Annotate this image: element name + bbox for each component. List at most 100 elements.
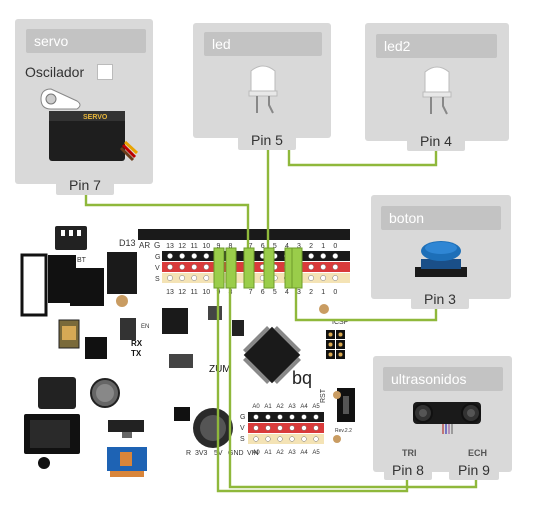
header-pin-hole [179,275,185,281]
pin-number-bottom: 7 [249,289,253,296]
pin-number-top: 4 [285,243,289,250]
analog-pin-hole [313,425,319,431]
servo-chip-label: SERVO [83,114,108,121]
label-bt: BT [77,257,87,264]
icsp-pad [328,352,333,357]
icsp-pad [328,332,333,337]
row-label: S [155,276,160,283]
pin-number-top: 6 [261,243,265,250]
led2-title: led2 [376,34,497,58]
header-pin-hole [332,275,339,281]
analog-pin-hole [277,436,283,442]
led-icon [248,65,278,114]
led2-card[interactable]: led2 [365,23,509,141]
analog-label-bottom: A3 [288,450,296,456]
header-pin-hole [179,253,185,259]
usb-chip [85,337,107,359]
mount-hole [333,435,341,443]
bt-chip [70,268,104,306]
pin-number-top: 10 [202,243,210,250]
button-pin-tab[interactable]: Pin 3 [411,289,469,309]
header-pin-hole [308,264,314,270]
pin-number-top: 3 [297,243,301,250]
label-tx: TX [131,349,142,358]
analog-label-bottom: A5 [312,450,320,456]
analog-pin-hole [301,436,307,442]
label-zum: ZUM [209,364,231,375]
pin-number-top: 5 [273,243,277,250]
gvs-row-labels: GVS [155,254,160,283]
voltage-regulator-big [38,377,76,409]
power-switch-base [110,471,144,477]
ultrasonic-tri-pin-tab[interactable]: Pin 8 [384,460,432,480]
analog-label-top: A1 [264,404,272,410]
led2-icon [422,66,452,115]
analog-label-bottom: A4 [300,450,308,456]
pin-number-bottom: 0 [333,289,337,296]
ultrasonic-card[interactable]: ultrasonidos TRI ECH [373,356,512,472]
analog-pin-hole [301,414,307,420]
pin-number-top: 1 [321,243,325,250]
tri-label: TRI [402,448,417,458]
led-card[interactable]: led [193,23,331,138]
header-pin-hole [320,275,327,281]
button-title: boton [381,206,501,230]
header-pin-hole [191,264,198,270]
analog-row [248,412,324,422]
servo-pin-tab[interactable]: Pin 7 [56,175,114,195]
pin-number-top: 7 [249,243,253,250]
analog-label-top: A4 [300,404,308,410]
analog-label-bottom: A0 [252,450,260,456]
analog-pin-hole [289,436,295,442]
small-ic [120,318,136,340]
icsp-pad [338,342,343,347]
push-button-icon [415,241,467,277]
header-pin-hole [167,253,173,259]
servo-card[interactable]: servo Oscilador SERVO [15,19,153,184]
mount-hole [333,391,341,399]
analog-label-top: A5 [312,404,320,410]
led-pin-tab[interactable]: Pin 5 [238,130,296,150]
ftdi-chip [162,308,188,334]
reset-button-small [232,320,244,336]
analog-pin-hole [301,425,307,431]
dip-switch-key [61,230,65,236]
ultrasonic-ech-pin-tab[interactable]: Pin 9 [449,460,499,480]
button-card[interactable]: boton [371,195,511,299]
label-d13: D13 [119,238,136,248]
header-pin-hole [332,253,339,259]
pin-number-top: 2 [309,243,313,250]
pin-connectors [213,247,341,443]
pin-number-bottom: 4 [285,289,289,296]
servo-icon: SERVO [40,88,139,162]
mount-hole-black [38,457,50,469]
dip-switch-key [69,230,73,236]
power-pin-label: GND [228,450,244,457]
analog-row-label: S [240,436,245,443]
pin-number-top: 13 [166,243,174,250]
analog-pin-hole [289,425,295,431]
header-pin-hole [320,264,327,270]
wire-pin7 [84,194,250,265]
dip-switch-key [77,230,81,236]
oscillator-checkbox[interactable] [97,64,113,80]
analog-pin-hole [253,436,259,442]
capacitor-top [96,384,114,402]
small-regulator [208,306,222,320]
small-part [169,354,193,368]
diode [108,420,144,432]
pin-number-top: 12 [178,243,186,250]
header-pin-hole [203,264,210,270]
analog-pin-hole [265,436,271,442]
ech-label: ECH [468,448,488,458]
wire-pin9 [228,266,478,489]
pin-clip [243,247,255,289]
led2-pin-tab[interactable]: Pin 4 [407,131,465,151]
inductor-center [200,415,226,441]
icsp-header [326,330,345,359]
analog-label-top: A0 [252,404,260,410]
